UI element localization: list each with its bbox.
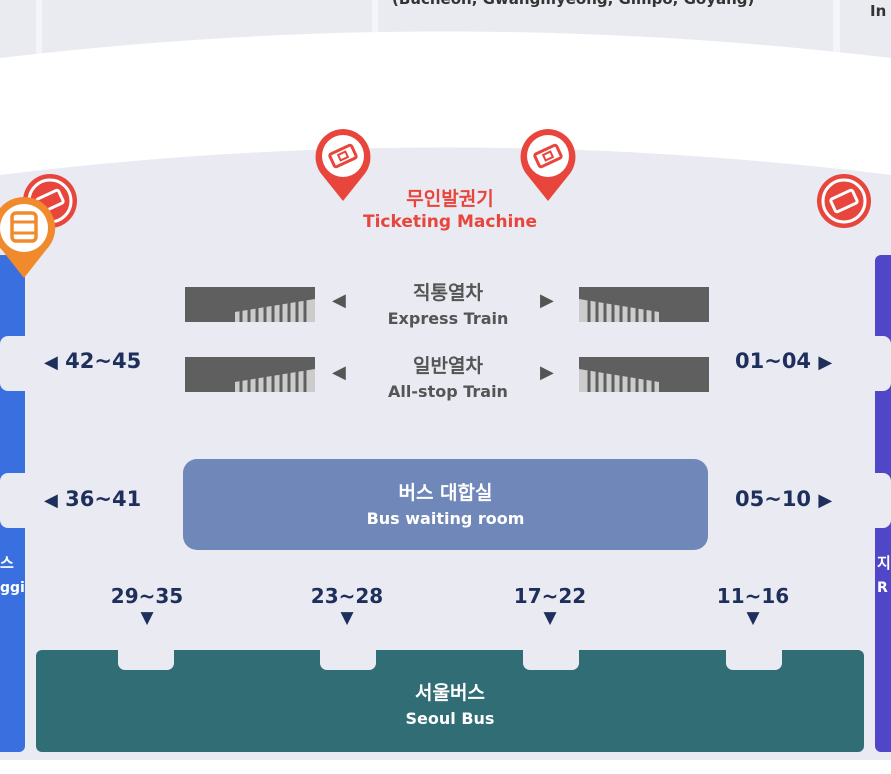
gate-11-16[interactable]: 11~16▼ [708, 584, 798, 628]
right-zone-label-ko: 지 [877, 554, 891, 572]
gate-number: 05~10 [735, 487, 812, 511]
ticket-machine-pin[interactable] [516, 125, 580, 205]
express-train-label-ko: 직통열차 [413, 282, 483, 304]
waiting-room-label-en: Bus waiting room [366, 509, 525, 528]
seoul-bus-label-ko: 서울버스 [415, 682, 485, 704]
arrow-left-icon: ◀ [44, 352, 58, 373]
zone-panel-right [840, 0, 891, 60]
bay-notch [118, 650, 174, 670]
arrow-right-icon: ▶ [818, 352, 833, 373]
express-train-right [579, 287, 709, 322]
express-train-left [185, 287, 315, 322]
gate-number: 17~22 [513, 584, 587, 608]
gate-number: 42~45 [65, 349, 142, 373]
allstop-train-label-en: All-stop Train [388, 382, 508, 401]
bus-icon [0, 196, 56, 278]
gate-17-22[interactable]: 17~22▼ [505, 584, 595, 628]
ticket-machine-marker[interactable] [816, 173, 872, 229]
right-gate-notch [860, 473, 891, 528]
train-stairs-icon [235, 299, 315, 322]
arrow-left-icon: ◀ [44, 490, 58, 511]
right-zone-label-en: R [877, 580, 888, 596]
ticket-machine-icon [315, 129, 371, 201]
seoul-bus-label-en: Seoul Bus [405, 709, 495, 728]
train-stairs-icon [235, 369, 315, 392]
ticketing-label-en: Ticketing Machine [362, 212, 538, 232]
gate-29-35[interactable]: 29~35▼ [102, 584, 192, 628]
bay-notch [523, 650, 579, 670]
gate-number: 36~41 [65, 487, 142, 511]
gate-05-10[interactable]: 05~10 ▶ [735, 487, 832, 511]
waiting-room-label-ko: 버스 대합실 [398, 482, 493, 504]
bay-notch [320, 650, 376, 670]
arrow-left-icon: ◀ [332, 362, 346, 383]
train-stairs-icon [579, 299, 659, 322]
seoul-bus-area[interactable]: 서울버스 Seoul Bus [36, 650, 864, 752]
arrow-down-icon: ▼ [543, 608, 557, 628]
allstop-train-label-ko: 일반열차 [413, 355, 483, 377]
gate-number: 11~16 [716, 584, 790, 608]
arrow-right-icon: ▶ [540, 290, 554, 311]
ticket-machine-icon [520, 129, 576, 201]
ticket-machine-pin[interactable] [311, 125, 375, 205]
gate-01-04[interactable]: 01~04 ▶ [735, 349, 832, 373]
zone-panel-left [0, 0, 36, 60]
gate-number: 01~04 [735, 349, 812, 373]
bay-notch [726, 650, 782, 670]
zone-destinations-text: (Bucheon, Gwangmyeong, Gimpo, Goyang) [392, 0, 754, 8]
express-train-label-en: Express Train [387, 309, 509, 328]
left-zone-label-ko: 스 [0, 554, 14, 572]
gate-number: 23~28 [310, 584, 384, 608]
arrow-down-icon: ▼ [340, 608, 354, 628]
gate-42-45[interactable]: ◀ 42~45 [44, 349, 141, 373]
right-gate-notch [860, 336, 891, 391]
arrow-left-icon: ◀ [332, 290, 346, 311]
ticketing-label-ko: 무인발권기 [406, 188, 494, 210]
gate-36-41[interactable]: ◀ 36~41 [44, 487, 141, 511]
arrow-right-icon: ▶ [540, 362, 554, 383]
left-gate-notch [0, 473, 40, 528]
left-gate-notch [0, 336, 40, 391]
allstop-train-right [579, 357, 709, 392]
gate-23-28[interactable]: 23~28▼ [302, 584, 392, 628]
allstop-train-left [185, 357, 315, 392]
bus-waiting-room[interactable]: 버스 대합실 Bus waiting room [183, 459, 708, 550]
arrow-down-icon: ▼ [140, 608, 154, 628]
arrow-right-icon: ▶ [818, 490, 833, 511]
left-zone-label-en: ggi [0, 580, 25, 596]
gate-number: 29~35 [110, 584, 184, 608]
arrow-down-icon: ▼ [746, 608, 760, 628]
zone-right-text: In [870, 2, 887, 20]
ticket-machine-icon [817, 174, 871, 228]
bus-stop-pin[interactable] [0, 195, 58, 280]
train-stairs-icon [579, 369, 659, 392]
